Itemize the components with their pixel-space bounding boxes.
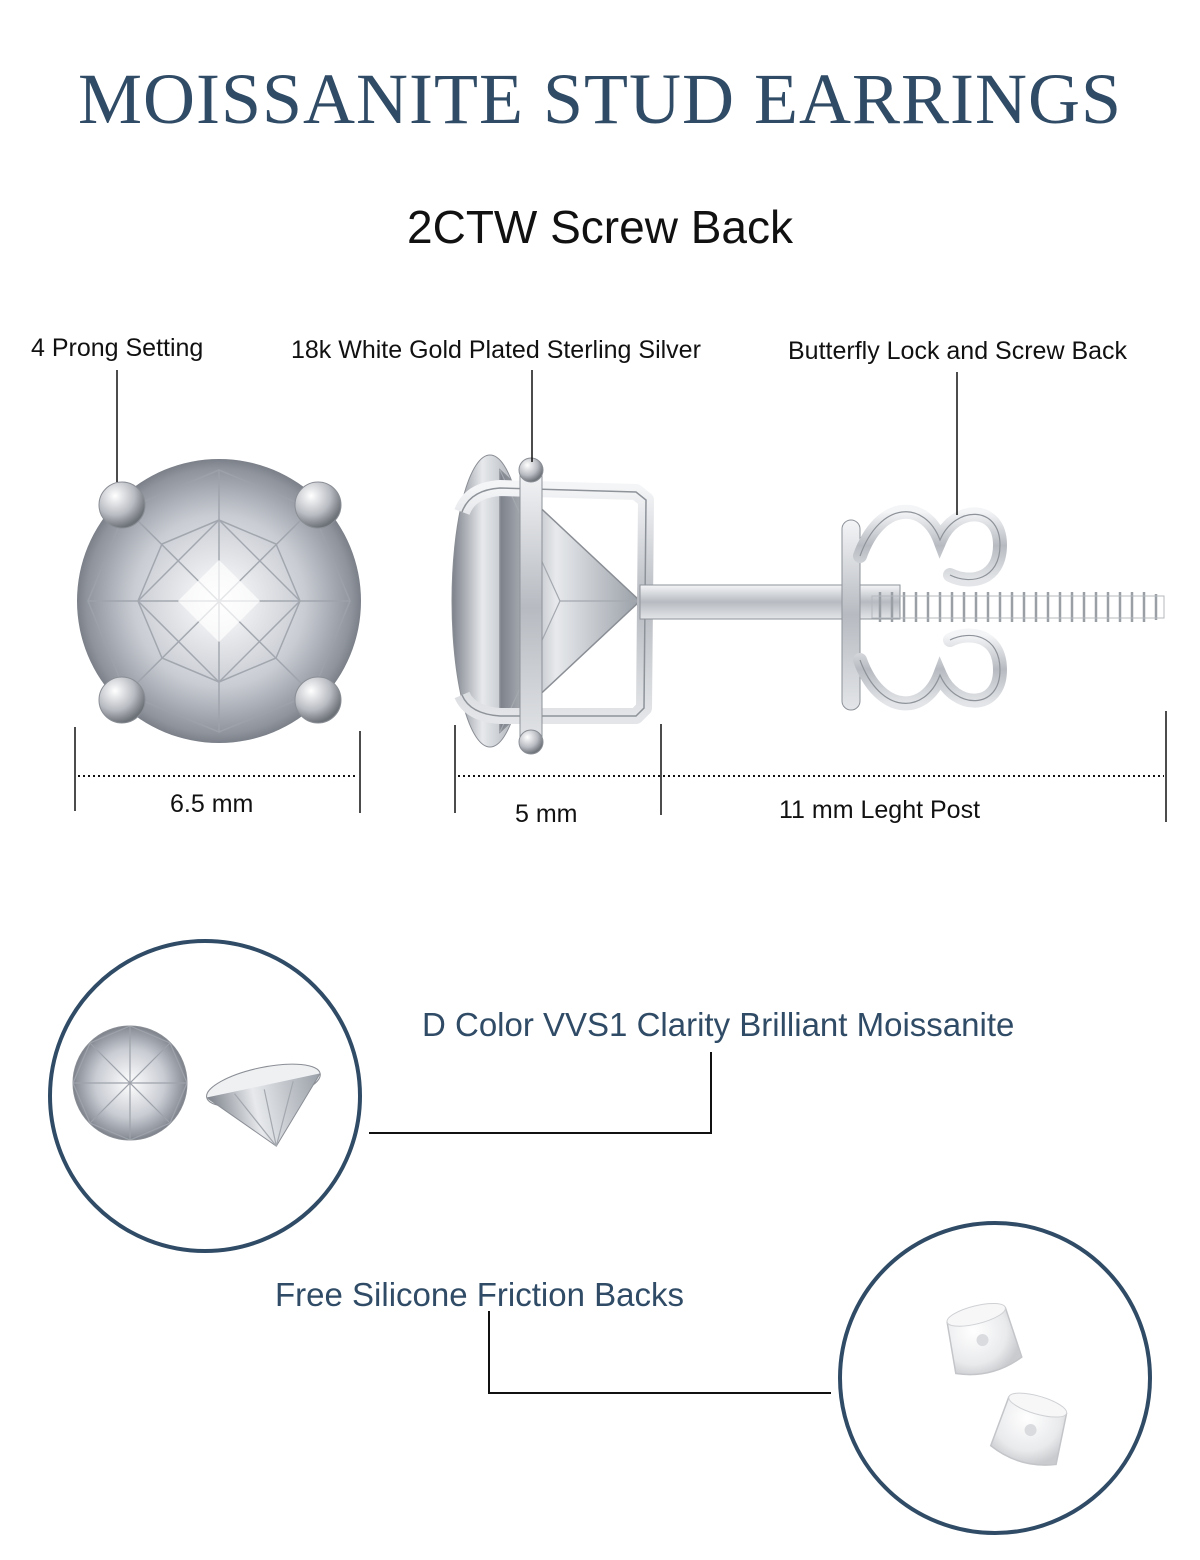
dimension-lines <box>74 711 1167 822</box>
feature-friction-backs: Free Silicone Friction Backs <box>275 1276 684 1313</box>
top-view-stud <box>77 459 361 743</box>
dimension-diameter: 6.5 mm <box>170 790 254 818</box>
callout-metal: 18k White Gold Plated Sterling Silver <box>291 336 701 364</box>
callout-prong-setting: 4 Prong Setting <box>31 334 204 362</box>
dimension-height: 5 mm <box>515 800 578 828</box>
dimension-post-length: 11 mm Leght Post <box>779 796 981 824</box>
callout-leaders <box>116 370 958 515</box>
page-subtitle: 2CTW Screw Back <box>407 201 793 253</box>
side-view-stud <box>451 454 901 755</box>
page-title: MOISSANITE STUD EARRINGS <box>77 59 1123 139</box>
feature-leaders <box>369 1052 831 1394</box>
stone-detail-circle <box>48 939 362 1253</box>
feature-stone-quality: D Color VVS1 Clarity Brilliant Moissanit… <box>422 1006 1015 1043</box>
butterfly-screw-back <box>841 504 1165 711</box>
friction-backs-circle <box>838 1221 1152 1535</box>
callout-screw-back: Butterfly Lock and Screw Back <box>788 337 1128 365</box>
